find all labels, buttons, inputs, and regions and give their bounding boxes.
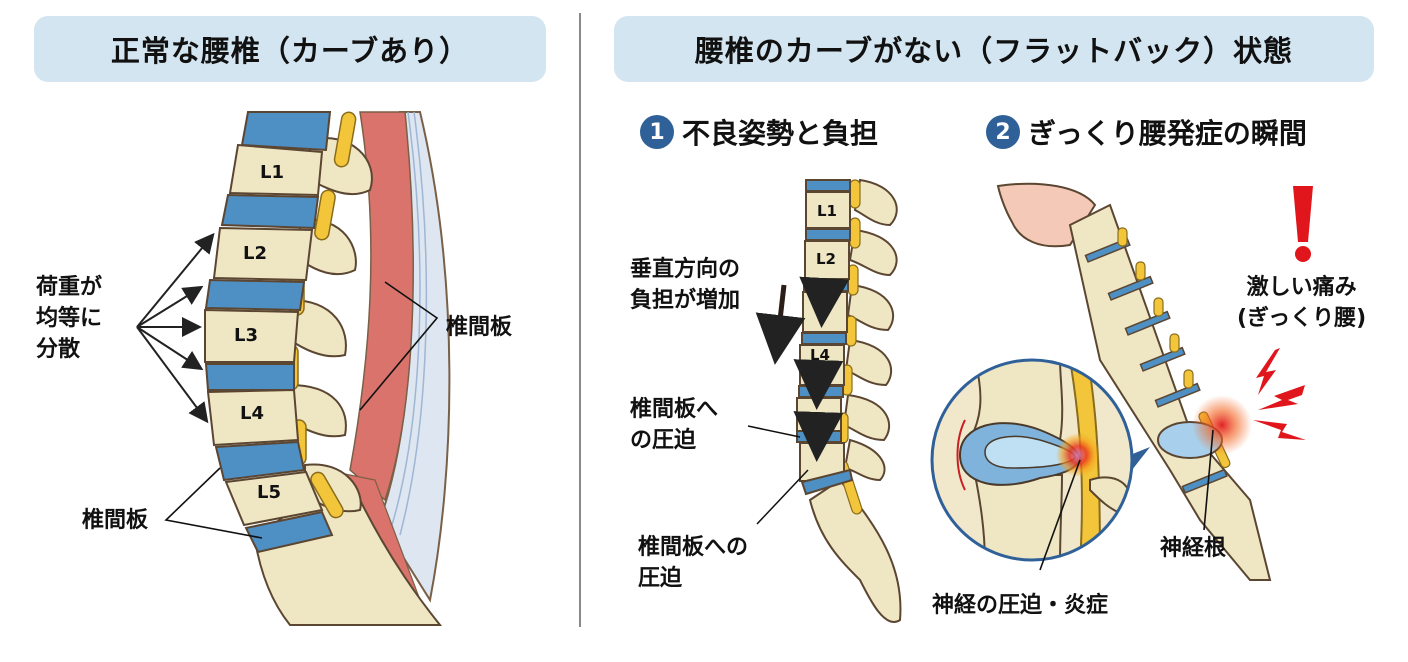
bent-spine <box>930 182 1313 581</box>
step1-vertebra-l4: L4 <box>810 346 830 364</box>
exclamation-icon <box>1293 186 1313 262</box>
left-panel-title: 正常な腰椎（カーブあり） <box>34 16 546 82</box>
disc-label-right: 椎間板 <box>446 315 513 340</box>
flatback-spine <box>747 178 902 623</box>
disc <box>204 363 295 391</box>
step1-vertebra-l1: L1 <box>817 202 837 220</box>
sacrum <box>808 478 902 623</box>
pain-glow <box>1192 395 1252 455</box>
step2-heading: 2 ぎっくり腰発症の瞬間 <box>986 112 1307 152</box>
vertebra-label-l5: L5 <box>257 482 281 503</box>
nerve-root-label: 神経根 <box>1160 536 1227 561</box>
step1-heading: 1 不良姿勢と負担 <box>640 112 878 152</box>
left-title-text: 正常な腰椎（カーブあり） <box>110 34 470 68</box>
disc <box>214 440 306 482</box>
nerve-compression-label: 神経の圧迫・炎症 <box>932 593 1109 618</box>
load-distribution-label: 荷重が 均等に 分散 <box>36 275 103 363</box>
disc <box>204 278 306 312</box>
compression-arrows <box>755 276 850 462</box>
panel-divider <box>579 13 581 627</box>
step1-vertebra-l2: L2 <box>816 250 836 268</box>
vertebra-l1 <box>228 143 324 197</box>
disc <box>220 193 320 230</box>
vertebra-l5 <box>224 470 324 527</box>
vertebra-label-l2: L2 <box>243 243 267 264</box>
vertebra-l1 <box>805 191 851 229</box>
vertebra-l4 <box>206 388 300 447</box>
vertebra-label-l1: L1 <box>260 162 284 183</box>
disc <box>244 510 334 554</box>
step1-number-badge: 1 <box>640 115 674 149</box>
vertebra-label-l4: L4 <box>240 403 264 424</box>
disc-pressure-label-2: 椎間板への 圧迫 <box>638 535 749 592</box>
step2-number-badge: 2 <box>986 115 1020 149</box>
right-title-text: 腰椎のカーブがない（フラットバック）状態 <box>694 34 1294 68</box>
vertebra-l2 <box>804 240 850 280</box>
zoom-detail <box>932 360 1132 560</box>
vertebra-l2 <box>212 226 314 282</box>
zoom-circle <box>930 358 1134 562</box>
right-panel-title: 腰椎のカーブがない（フラットバック）状態 <box>614 16 1374 82</box>
disc-label-left: 椎間板 <box>82 508 149 533</box>
step1-heading-text: 不良姿勢と負担 <box>682 117 879 150</box>
vertebra-label-l3: L3 <box>234 325 258 346</box>
vertical-load-label: 垂直方向の 負担が増加 <box>630 257 741 314</box>
pain-bolts <box>1253 348 1306 440</box>
normal-spine <box>136 111 451 626</box>
left-vertebra-stack <box>204 111 334 554</box>
disc-pressure-label-1: 椎間板へ の圧迫 <box>630 397 719 454</box>
load-arrows <box>136 232 215 424</box>
step2-heading-text: ぎっくり腰発症の瞬間 <box>1028 117 1307 150</box>
severe-pain-label: 激しい痛み (ぎっくり腰) <box>1237 275 1367 332</box>
vertebra-l3 <box>204 308 300 363</box>
